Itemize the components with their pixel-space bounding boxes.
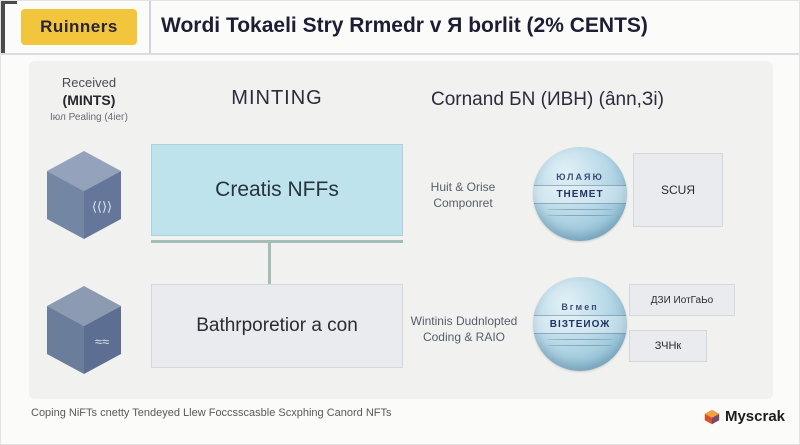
- cube-logo-icon: [704, 409, 720, 424]
- annotation-note-2-line2: Coding & RAIO: [422, 330, 506, 345]
- header-badge: Ruinners: [21, 9, 137, 45]
- connector-horizontal: [151, 240, 403, 243]
- brand-name: Myscrak: [724, 408, 785, 425]
- page-title: Wordi Tokaeli Stry Rrmedr v Я borlit (2%…: [161, 14, 648, 37]
- minting-column-header: MINTING: [231, 87, 323, 109]
- create-nfts-box: Creatis NFFs: [151, 144, 403, 236]
- coin-band-text: ТНЕМЕТ: [533, 185, 627, 204]
- right-box-2-label: ДЗИ ИотГаЬо: [650, 294, 714, 306]
- cube-icon: ⟨⟨⟩⟩: [47, 151, 121, 239]
- mints-label: (MINTS): [62, 92, 116, 108]
- right-box-1-label: SCUЯ: [660, 183, 695, 197]
- right-box-2: ДЗИ ИотГаЬо: [629, 284, 735, 316]
- second-step-box: Bathrporetior a con: [151, 284, 403, 368]
- annotation-note-1: Huit & Orise Componret: [407, 179, 519, 211]
- received-mints-label: Received (MINTS) Iюл Реаling (4ieг): [27, 75, 151, 123]
- cube-glyph: ≈≈: [95, 334, 109, 349]
- right-box-3: ЗЧНк: [629, 330, 707, 362]
- cube-icon: ≈≈: [47, 286, 121, 374]
- second-step-label: Bathrporetior a con: [196, 315, 358, 336]
- mints-sublabel: Iюл Реаling (4ieг): [49, 112, 129, 123]
- right-column-header: Cornand БN (ИBH) (ânn,Зi): [431, 89, 664, 110]
- coin-ridge-line: [547, 215, 613, 216]
- edge-artifact-top: [1, 1, 17, 4]
- coin-top-text: ЮЛАЯЮ: [556, 172, 604, 182]
- footer-caption: Coping NiFTs cnetty Tendeyed Llew Foccss…: [31, 407, 392, 419]
- header-badge-label: Ruinners: [40, 17, 118, 36]
- annotation-note-2: Wintinis Dudnlopted Coding & RAIO: [403, 313, 525, 345]
- coin-icon: Вгмеп ВІЗТЕИОЖ: [533, 277, 627, 371]
- annotation-note-2-line1: Wintinis Dudnlopted: [410, 314, 518, 328]
- annotation-note-1-line1: Huit & Orise: [430, 180, 496, 194]
- coin-ridge-line: [547, 209, 613, 210]
- received-label: Received: [61, 75, 117, 90]
- brand-mark: Myscrak: [704, 408, 785, 425]
- right-box-1: SCUЯ: [633, 153, 723, 227]
- coin-top-text: Вгмеп: [561, 302, 599, 312]
- coin-icon: ЮЛАЯЮ ТНЕМЕТ: [533, 147, 627, 241]
- header-divider: [149, 1, 151, 53]
- coin-ridge-line: [547, 345, 613, 346]
- cube-glyph: ⟨⟨⟩⟩: [92, 199, 112, 214]
- create-nfts-label: Creatis NFFs: [215, 178, 339, 201]
- coin-ridge-line: [547, 339, 613, 340]
- right-box-3-label: ЗЧНк: [654, 340, 682, 352]
- annotation-note-1-line2: Componret: [433, 196, 493, 211]
- coin-band-text: ВІЗТЕИОЖ: [533, 315, 627, 334]
- connector-vertical: [268, 240, 271, 284]
- header-rule: [1, 53, 799, 55]
- edge-artifact-left: [1, 1, 5, 55]
